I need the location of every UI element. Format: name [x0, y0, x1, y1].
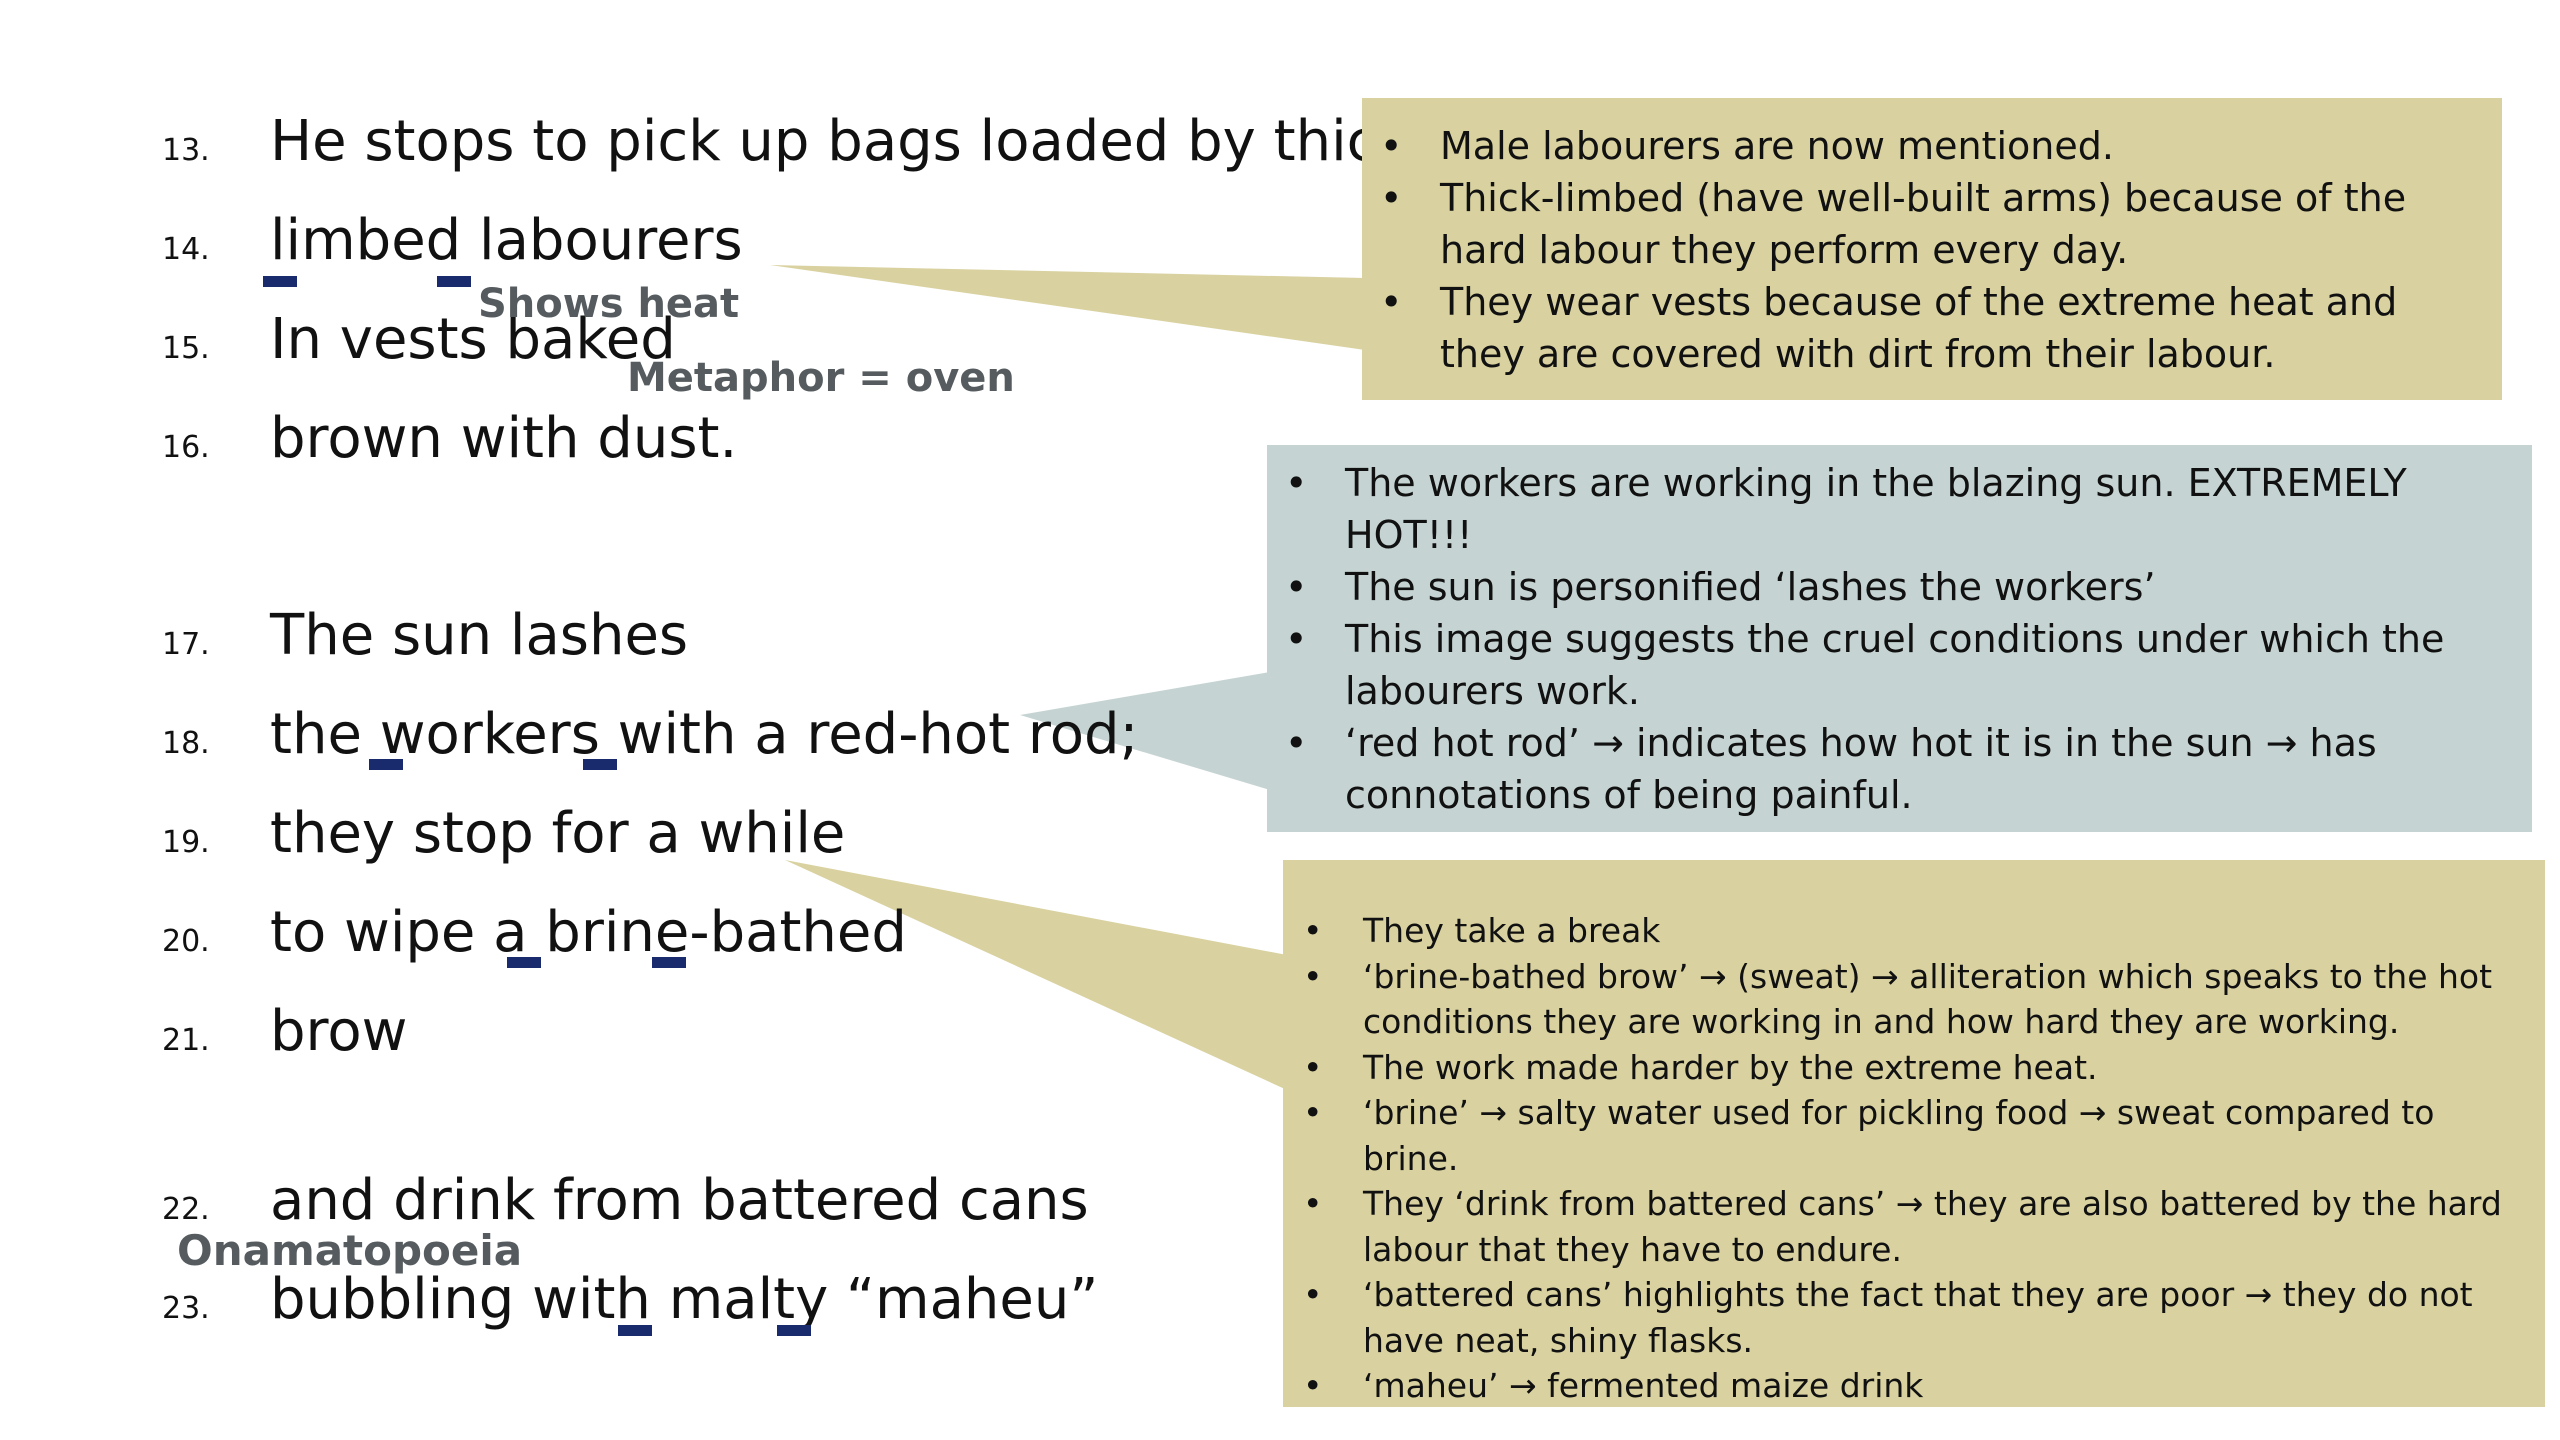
- bullet-text: They take a break: [1363, 911, 1661, 950]
- callout-bullet: • ‘red hot rod’ → indicates how hot it is…: [1285, 717, 2512, 821]
- bullet-text: ‘maheu’ → fermented maize drink: [1363, 1366, 1924, 1405]
- bullet-icon: •: [1380, 280, 1403, 324]
- annotation-shows-heat: Shows heat: [478, 281, 740, 327]
- callout-labourers: • Male labourers are now mentioned. • Thic…: [1362, 98, 2502, 400]
- bullet-text: The sun is personified ‘lashes the worke…: [1345, 565, 2156, 609]
- bullet-text: ‘red hot rod’ → indicates how hot it is …: [1345, 721, 2377, 817]
- callout-bullet: • This image suggests the cruel condition…: [1285, 613, 2512, 717]
- underline-marker: [652, 957, 686, 968]
- bullet-icon: •: [1303, 1184, 1323, 1223]
- bullet-text: This image suggests the cruel conditions…: [1345, 617, 2445, 713]
- bullet-icon: •: [1285, 461, 1308, 505]
- callout-bullet: • Thick-limbed (have well-built arms) bec…: [1380, 172, 2482, 276]
- underline-marker: [263, 276, 297, 287]
- bullet-icon: •: [1303, 1275, 1323, 1314]
- callout-bullet: • They ‘drink from battered cans’ → they …: [1303, 1181, 2525, 1272]
- bullet-icon: •: [1380, 124, 1403, 168]
- underline-marker: [369, 759, 403, 770]
- callout-bullet: • The sun is personified ‘lashes the work…: [1285, 561, 2512, 613]
- callout-tail-labourers: [770, 265, 1365, 350]
- callout-bullet: • They wear vests because of the extreme …: [1380, 276, 2482, 380]
- callout-bullet: • ‘brine’ → salty water used for pickling…: [1303, 1090, 2525, 1181]
- line-number: 21.: [162, 1023, 210, 1058]
- line-number: 19.: [162, 825, 210, 860]
- poem-line: brown with dust.: [270, 406, 738, 471]
- poem-line: He stops to pick up bags loaded by thick…: [270, 109, 1431, 174]
- line-number: 13.: [162, 133, 210, 168]
- bullet-icon: •: [1380, 176, 1403, 220]
- annotation-metaphor: Metaphor = oven: [627, 355, 1015, 401]
- line-number: 15.: [162, 331, 210, 366]
- bullet-icon: •: [1303, 911, 1323, 950]
- poem-line: brow: [270, 999, 408, 1064]
- bullet-icon: •: [1303, 1047, 1323, 1087]
- poem-line: limbed labourers: [270, 208, 743, 273]
- bullet-icon: •: [1285, 617, 1308, 661]
- poem-line: and drink from battered cans: [270, 1168, 1089, 1233]
- bullet-text: ‘battered cans’ highlights the fact that…: [1363, 1275, 2473, 1360]
- line-number: 18.: [162, 726, 210, 761]
- line-number: 17.: [162, 627, 210, 662]
- underline-marker: [618, 1325, 652, 1336]
- bullet-text: They ‘drink from battered cans’ → they a…: [1363, 1184, 2502, 1269]
- callout-bullet: • ‘battered cans’ highlights the fact tha…: [1303, 1272, 2525, 1363]
- bullet-icon: •: [1285, 565, 1308, 609]
- bullet-icon: •: [1285, 721, 1308, 765]
- callout-bullet: • Male labourers are now mentioned.: [1380, 120, 2482, 172]
- callout-bullet: • The work made harder by the extreme hea…: [1303, 1045, 2525, 1091]
- bullet-text: Male labourers are now mentioned.: [1440, 124, 2114, 168]
- annotation-onomatopoeia: Onamatopoeia: [177, 1226, 523, 1275]
- callout-sun: • The workers are working in the blazing …: [1267, 445, 2532, 832]
- bullet-text: ‘brine’ → salty water used for pickling …: [1363, 1093, 2435, 1178]
- line-number: 16.: [162, 430, 210, 465]
- poem-line: the workers with a red-hot rod;: [270, 702, 1139, 767]
- bullet-text: They wear vests because of the extreme h…: [1440, 280, 2398, 376]
- poem-line: to wipe a brine-bathed: [270, 900, 907, 965]
- line-number: 23.: [162, 1291, 210, 1326]
- bullet-text: ‘brine-bathed brow’ → (sweat) → allitera…: [1363, 956, 2493, 1042]
- poem-line: they stop for a while: [270, 801, 846, 866]
- callout-bullet: • They take a break: [1303, 908, 2525, 954]
- underline-marker: [507, 957, 541, 968]
- bullet-text: The work made harder by the extreme heat…: [1363, 1047, 2098, 1087]
- poem-line: bubbling with malty “maheu”: [270, 1267, 1099, 1332]
- callout-bullet: • The workers are working in the blazing …: [1285, 457, 2512, 561]
- bullet-icon: •: [1303, 956, 1323, 996]
- line-number: 20.: [162, 924, 210, 959]
- poem-line: The sun lashes: [270, 603, 689, 668]
- line-number: 14.: [162, 232, 210, 267]
- callout-tail-break: [785, 860, 1287, 1090]
- bullet-icon: •: [1303, 1093, 1323, 1132]
- bullet-icon: •: [1303, 1366, 1323, 1405]
- line-number: 22.: [162, 1192, 210, 1227]
- underline-marker: [583, 759, 617, 770]
- callout-break: • They take a break • ‘brine-bathed brow’ …: [1283, 860, 2545, 1407]
- callout-bullet: • ‘maheu’ → fermented maize drink: [1303, 1363, 2525, 1409]
- bullet-text: The workers are working in the blazing s…: [1345, 461, 2407, 557]
- underline-marker: [777, 1325, 811, 1336]
- underline-marker: [437, 276, 471, 287]
- callout-bullet: • ‘brine-bathed brow’ → (sweat) → alliter…: [1303, 954, 2525, 1045]
- bullet-text: Thick-limbed (have well-built arms) beca…: [1440, 176, 2407, 272]
- poem-line: In vests baked: [270, 307, 676, 372]
- callout-tail-sun: [1020, 672, 1270, 790]
